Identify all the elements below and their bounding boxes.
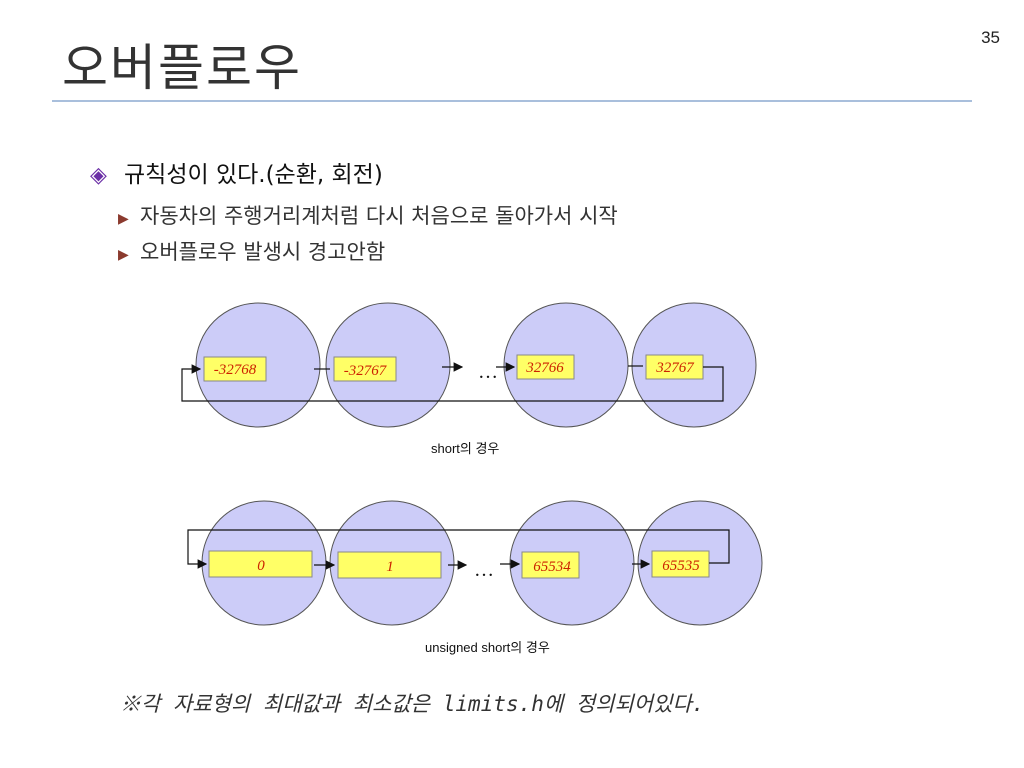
value-label: 65535 [662, 558, 700, 574]
value-box [208, 550, 313, 578]
value-box [651, 550, 710, 578]
value-box [521, 551, 580, 579]
value-label: 65534 [533, 559, 571, 575]
wrap-around-arrow [181, 364, 724, 402]
diamond-bullet-icon: ◈ [90, 163, 107, 188]
main-bullet: ◈ 규칙성이 있다.(순환, 회전) [90, 155, 383, 189]
unsigned-short-cycle-diagram: 0 1 65534 65535 … [187, 500, 763, 626]
page-number: 35 [981, 28, 1000, 47]
value-box [337, 551, 442, 579]
sub-bullet-text: 오버플로우 발생시 경고안함 [140, 240, 386, 264]
ellipsis: … [478, 361, 498, 383]
triangle-bullet-icon: ▶ [118, 247, 129, 263]
value-label: -32767 [344, 363, 388, 379]
unsigned-short-caption: unsigned short의 경우 [425, 640, 550, 655]
value-box [333, 356, 397, 382]
value-label: 0 [257, 558, 265, 574]
main-bullet-text: 규칙성이 있다.(순환, 회전) [124, 162, 383, 188]
ellipsis: … [474, 559, 494, 581]
title-divider [52, 100, 972, 102]
sub-bullet-1: ▶ 자동차의 주행거리계처럼 다시 처음으로 돌아가서 시작 [118, 200, 618, 230]
short-caption: short의 경우 [431, 441, 500, 456]
footnote: ※각 자료형의 최대값과 최소값은 limits.h에 정의되어있다. [120, 692, 705, 716]
slide-title: 오버플로우 [62, 39, 302, 97]
triangle-bullet-icon: ▶ [118, 211, 129, 227]
short-cycle-diagram: -32768 -32767 32766 32767 … [181, 302, 757, 428]
wrap-around-arrow [187, 529, 730, 569]
value-box [516, 354, 575, 380]
sub-bullet-2: ▶ 오버플로우 발생시 경고안함 [118, 236, 385, 266]
value-box [203, 356, 267, 382]
sub-bullet-text: 자동차의 주행거리계처럼 다시 처음으로 돌아가서 시작 [140, 204, 618, 228]
value-label: 32767 [655, 360, 695, 376]
value-label: -32768 [214, 362, 257, 378]
value-label: 1 [386, 559, 394, 575]
value-label: 32766 [525, 360, 564, 376]
